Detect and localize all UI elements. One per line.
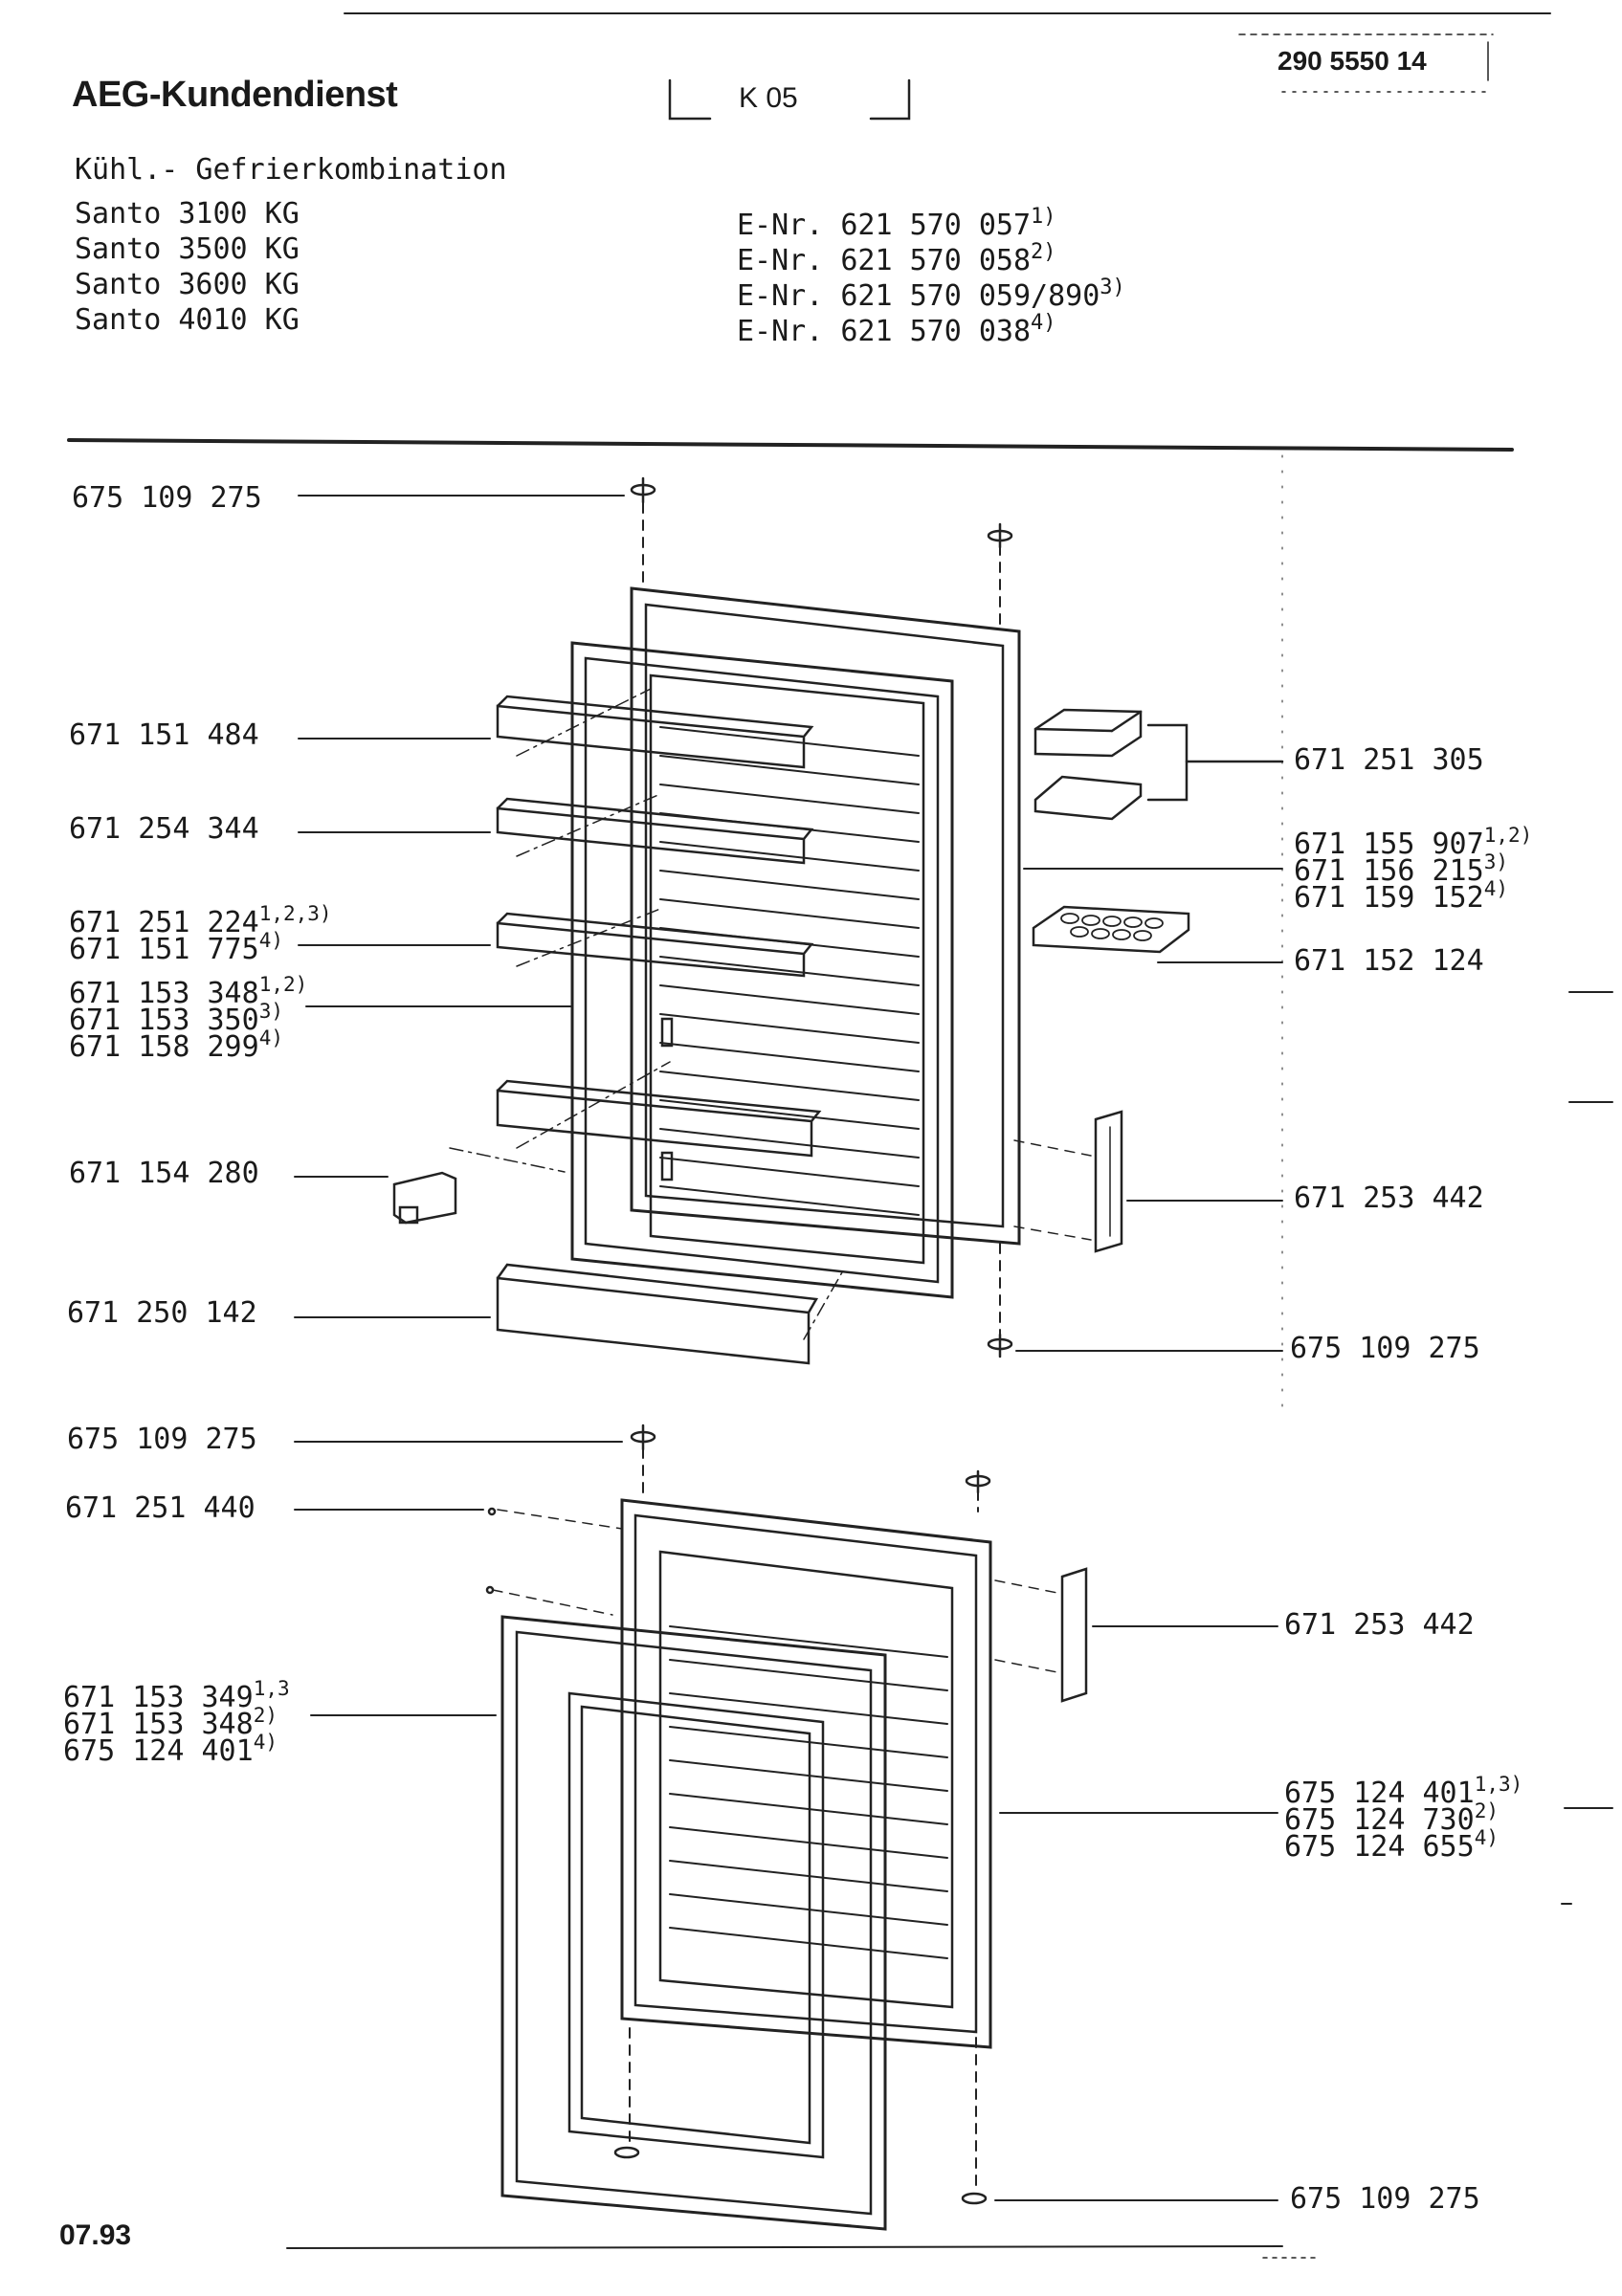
footnote-ref: 2): [1031, 240, 1056, 264]
part-number-label: 675 124 4011,3): [1284, 1773, 1523, 1810]
part-number-label: 671 155 9071,2): [1294, 824, 1533, 861]
footnote-ref: 4): [1031, 311, 1056, 335]
part-number-label: 671 153 3491,3: [63, 1677, 290, 1714]
enr-number: E-Nr. 621 570 0582): [737, 240, 1056, 278]
footnote-ref: 4): [258, 929, 283, 952]
part-number-label: 671 152 124: [1294, 944, 1484, 978]
appliance-type: Kühl.- Gefrierkombination: [75, 153, 507, 187]
part-number-label: 671 153 3503): [69, 1000, 283, 1037]
enr-number: E-Nr. 621 570 059/8903): [737, 276, 1125, 314]
revision-date: 07.93: [59, 2219, 132, 2251]
footnote-ref: 2): [253, 1704, 278, 1727]
enr-number: E-Nr. 621 570 0384): [737, 311, 1056, 349]
part-number-label: 671 250 142: [67, 1296, 257, 1330]
part-number-label: 675 109 275: [72, 481, 262, 515]
model-name: Santo 3100 KG: [75, 197, 300, 231]
document-number: 290 5550 14: [1278, 46, 1427, 76]
footnote-ref: 1,3): [1474, 1773, 1523, 1796]
footnote-ref: 1): [1031, 205, 1056, 229]
footnote-ref: 1,2,3): [258, 902, 332, 925]
footnote-ref: 1,2): [1483, 824, 1533, 847]
part-number-label: 671 251 2241,2,3): [69, 902, 332, 939]
footnote-ref: 1,3: [253, 1677, 290, 1700]
footnote-ref: 1,2): [258, 973, 308, 996]
footnote-ref: 3): [1100, 276, 1125, 299]
part-number-label: 675 109 275: [67, 1423, 257, 1456]
part-number-label: 675 124 7302): [1284, 1799, 1499, 1837]
footnote-ref: 2): [1474, 1799, 1499, 1822]
enr-number: E-Nr. 621 570 0571): [737, 205, 1056, 243]
part-number-label: 671 154 280: [69, 1157, 259, 1190]
part-number-label: 675 109 275: [1290, 2182, 1480, 2216]
part-number-label: 671 153 3482): [63, 1704, 278, 1741]
footnote-ref: 4): [253, 1731, 278, 1754]
footnote-ref: 3): [258, 1000, 283, 1023]
brand-title: AEG-Kundendienst: [72, 75, 398, 115]
part-number-label: 675 109 275: [1290, 1332, 1480, 1365]
part-number-label: 671 159 1524): [1294, 877, 1508, 915]
model-name: Santo 3600 KG: [75, 268, 300, 301]
footnote-ref: 4): [258, 1027, 283, 1049]
footnote-ref: 4): [1483, 877, 1508, 900]
part-number-label: 671 151 484: [69, 718, 259, 752]
model-name: Santo 4010 KG: [75, 303, 300, 337]
part-number-label: 671 254 344: [69, 812, 259, 846]
section-code: K 05: [739, 82, 798, 114]
part-number-label: 675 124 6554): [1284, 1826, 1499, 1864]
part-number-label: 675 124 4014): [63, 1731, 278, 1768]
part-number-label: 671 253 442: [1284, 1608, 1475, 1642]
part-number-label: 671 158 2994): [69, 1027, 283, 1064]
part-number-label: 671 251 305: [1294, 743, 1484, 777]
part-number-label: 671 251 440: [65, 1491, 256, 1525]
part-number-label: 671 253 442: [1294, 1181, 1484, 1215]
footnote-ref: 4): [1474, 1826, 1499, 1849]
model-name: Santo 3500 KG: [75, 232, 300, 266]
part-number-label: 671 151 7754): [69, 929, 283, 966]
footnote-ref: 3): [1483, 850, 1508, 873]
part-number-label: 671 153 3481,2): [69, 973, 308, 1010]
part-number-label: 671 156 2153): [1294, 850, 1508, 888]
